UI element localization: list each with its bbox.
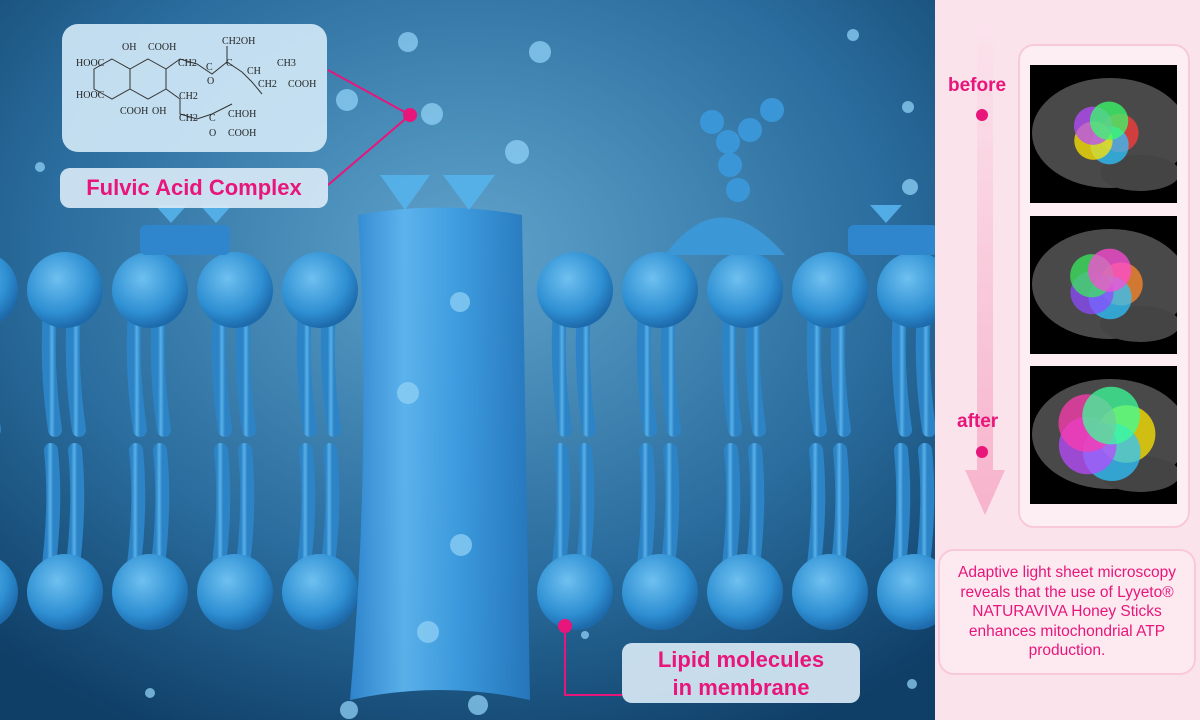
protein-dome [665,217,785,255]
lipid-head [877,252,935,328]
chem-group: CH [247,66,261,77]
chem-group: C [226,58,233,69]
fulvic-acid-label: Fulvic Acid Complex [60,168,328,208]
chem-group: COOH [228,128,256,139]
lipid-head [27,554,103,630]
chem-group: C [209,113,216,124]
brain-render [1032,78,1177,191]
fluorescence-blob [1089,101,1129,140]
inflow-arrows [155,175,902,223]
chem-group: HOOC [76,90,105,101]
lipid-head [707,252,783,328]
lipid-head [282,252,358,328]
lipid-head [0,559,18,625]
chem-group: C [206,62,213,73]
after-label: after [957,411,999,432]
lipid-label-line: in membrane [672,675,810,700]
chem-group: CH2 [178,58,197,69]
pointer-dot [403,108,417,122]
chem-group: O [207,76,214,87]
fulvic-acid-structure: OH COOH HOOC HOOC COOH OH CH2 CH2OH C O … [62,24,327,152]
brain-image-after [1030,366,1177,504]
lipid-head [112,554,188,630]
chem-group: CH2 [179,91,198,102]
lipid-head [112,252,188,328]
bubbles [35,29,918,719]
chem-group: COOH [288,79,316,90]
lipid-head [197,554,273,630]
lipid-head [877,554,935,630]
lipid-head [792,252,868,328]
fluorescence-blob [1087,248,1132,292]
brain-image-middle [1030,216,1177,354]
protein-block [848,225,935,255]
chem-group: CHOH [228,109,256,120]
lipid-head [282,554,358,630]
brain-image-before [1030,65,1177,203]
chem-group: CH3 [277,58,296,69]
lipid-head [537,252,613,328]
chem-group: CH2 [179,113,198,124]
fluorescence-blob [1082,386,1140,445]
glycan-chain [700,98,784,202]
pointer-dot [558,619,572,633]
brain-cerebellum [1100,155,1177,191]
channel-protein [350,207,530,700]
chem-group: HOOC [76,58,105,69]
lipid-heads [0,252,935,630]
lipid-molecules-label: Lipid molecules in membrane [622,643,860,703]
chem-group: O [209,128,216,139]
protein-block [140,225,230,255]
lipid-head [622,252,698,328]
before-dot [976,109,988,121]
lipid-head [537,554,613,630]
lipid-head [197,252,273,328]
chem-group: CH2OH [222,36,255,47]
brain-render [1032,379,1177,492]
before-label: before [948,75,1007,96]
after-dot [976,446,988,458]
chem-group: OH [122,42,136,53]
lipid-head [0,257,18,323]
caption-text: Adaptive light sheet microscopy reveals … [938,549,1196,675]
chem-group: COOH [148,42,176,53]
lipid-head [27,252,103,328]
lipid-head [622,554,698,630]
cell-membrane-illustration [0,0,935,720]
chem-group: CH2 [258,79,277,90]
brain-render [1032,229,1177,342]
chem-group: OH [152,106,166,117]
lipid-label-line: Lipid molecules [657,647,825,672]
before-after-arrow [965,20,1005,515]
lipid-head [707,554,783,630]
chem-group: COOH [120,106,148,117]
lipid-head [792,554,868,630]
